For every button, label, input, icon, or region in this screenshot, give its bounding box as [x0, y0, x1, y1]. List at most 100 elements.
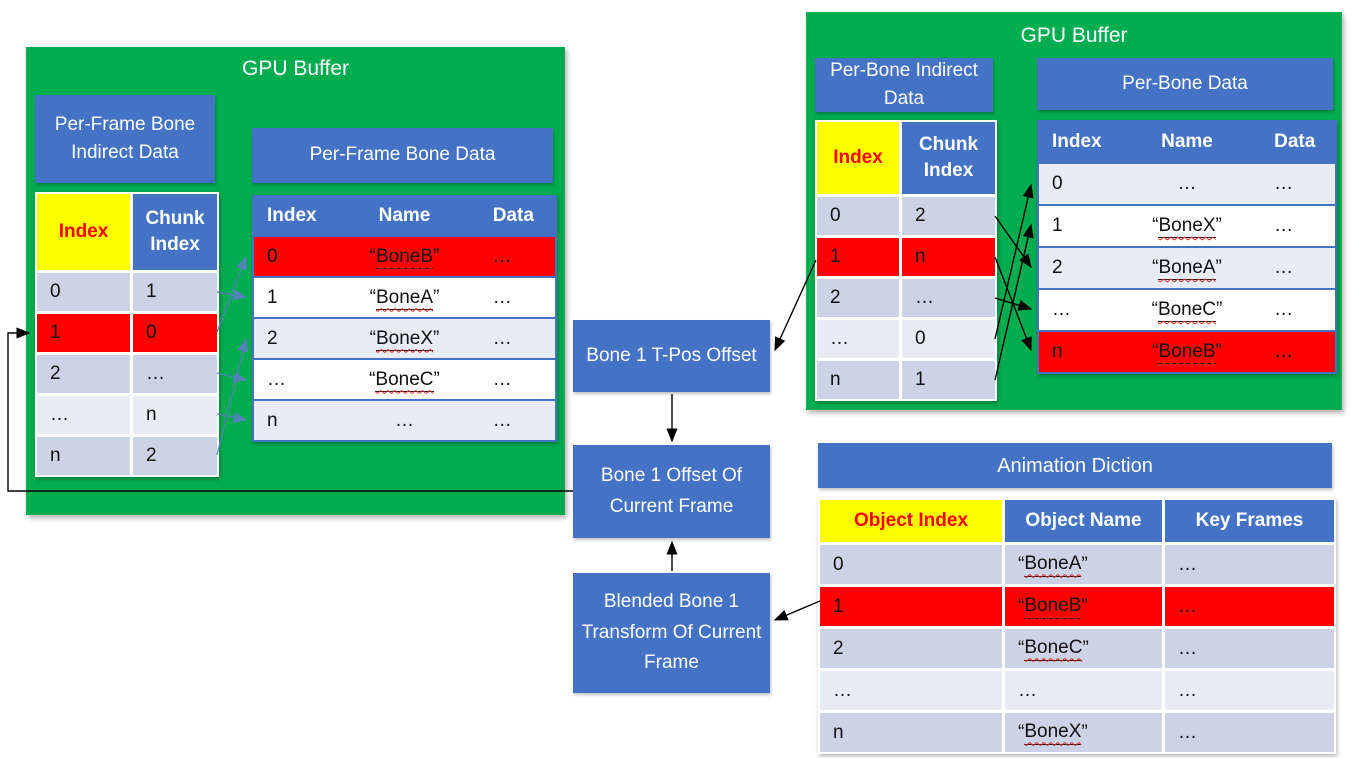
animation-diction-title: Animation Diction — [818, 443, 1332, 488]
bone-name-cell: “BoneX” — [1152, 215, 1222, 238]
table-header-row: Index Name Data — [254, 197, 555, 235]
gpu-buffer-right-title: GPU Buffer — [1020, 24, 1128, 47]
table-cell: … — [1165, 545, 1334, 584]
table-cell: … — [133, 355, 217, 393]
table-cell: 1 — [133, 273, 217, 311]
table-cell: … — [1052, 299, 1071, 320]
table-cell: 2 — [1052, 257, 1063, 278]
table-cell: … — [1274, 341, 1294, 362]
bone-name-cell: … — [1177, 173, 1197, 194]
per-bone-indirect-data-title: Per-Bone Indirect Data — [815, 58, 993, 112]
per-bone-data-table: Index Name Data 0 … … 1 “BoneX” … 2 “Bon… — [1037, 120, 1337, 374]
table-row: … “BoneC” … — [1039, 288, 1335, 330]
table-cell: 2 — [902, 197, 995, 235]
table-cell: 2 — [817, 279, 899, 317]
table-cell: n — [133, 396, 217, 434]
column-header-object-name: Object Name — [1005, 500, 1162, 542]
animation-diction-table: Object Index Object Name Key Frames 0 “B… — [818, 498, 1336, 754]
bone-name-cell: “BoneB” — [1152, 341, 1222, 364]
flow-box-bone1-tpos-offset: Bone 1 T-Pos Offset — [573, 320, 770, 392]
flow-box-bone1-offset-current-frame: Bone 1 Offset Of Current Frame — [573, 445, 770, 538]
table-cell: 0 — [1052, 173, 1063, 194]
table-cell: n — [267, 409, 278, 431]
bone-name-cell: “BoneC” — [1005, 629, 1162, 668]
column-header-name: Name — [1161, 131, 1213, 152]
table-cell: … — [902, 279, 995, 317]
table-cell: … — [1274, 215, 1294, 236]
table-cell: … — [492, 409, 512, 431]
table-row: 0 … … — [1039, 162, 1335, 204]
table-cell: … — [492, 327, 512, 349]
table-cell: n — [1052, 341, 1063, 362]
gpu-buffer-left-title: GPU Buffer — [242, 57, 349, 80]
table-row: 2 “BoneX” … — [254, 317, 555, 358]
table-cell-highlighted: 0 — [133, 314, 217, 352]
bone-name-cell: “BoneA” — [1005, 545, 1162, 584]
table-cell: … — [1165, 629, 1334, 668]
column-header-index: Index — [1052, 131, 1102, 152]
table-cell: 0 — [820, 545, 1002, 584]
table-cell: 2 — [820, 629, 1002, 668]
bone-name-cell: “BoneC” — [1151, 299, 1223, 322]
column-header-data: Data — [492, 205, 534, 226]
per-bone-data-title: Per-Bone Data — [1037, 58, 1333, 110]
table-cell: 1 — [1052, 215, 1063, 236]
table-cell: 2 — [267, 327, 278, 349]
table-row: … “BoneC” … — [254, 358, 555, 399]
bone-name-cell: “BoneX” — [369, 327, 440, 351]
column-header-data: Data — [1274, 131, 1316, 152]
bone-name-cell-highlighted: “BoneB” — [1005, 587, 1162, 626]
table-cell: 0 — [37, 273, 130, 311]
table-cell: n — [37, 437, 130, 475]
table-row: n … … — [254, 399, 555, 440]
table-cell: 0 — [817, 197, 899, 235]
table-cell: 2 — [37, 355, 130, 393]
table-cell: … — [492, 286, 512, 308]
table-cell: 0 — [902, 320, 995, 358]
column-header-key-frames: Key Frames — [1165, 500, 1334, 542]
table-cell: … — [1165, 671, 1334, 710]
bone-name-cell: “BoneA” — [1152, 257, 1222, 280]
table-cell-highlighted: 1 — [817, 238, 899, 276]
column-header-index: Index — [37, 194, 130, 270]
table-cell: 1 — [267, 286, 278, 308]
table-cell: … — [37, 396, 130, 434]
bone-name-cell: “BoneC” — [369, 368, 440, 392]
table-cell: … — [1165, 713, 1334, 752]
table-cell: 0 — [267, 245, 278, 267]
table-cell: … — [817, 320, 899, 358]
bone-name-cell: “BoneA” — [369, 286, 440, 310]
bone-name-cell: “BoneX” — [1005, 713, 1162, 752]
table-cell: 1 — [902, 361, 995, 399]
table-cell: … — [492, 368, 512, 390]
column-header-index: Index — [817, 122, 899, 194]
table-cell-highlighted: … — [1165, 587, 1334, 626]
arrow-animation-red-row-to-blended — [773, 600, 821, 621]
table-cell-highlighted: 1 — [820, 587, 1002, 626]
table-cell: … — [1274, 173, 1294, 194]
column-header-chunk-index: Chunk Index — [902, 122, 995, 194]
table-cell: … — [492, 245, 512, 267]
per-frame-bone-indirect-data-title: Per-Frame Bone Indirect Data — [35, 95, 215, 183]
per-bone-indirect-table: Index Chunk Index 0 2 1 n 2 … … 0 n 1 — [815, 120, 997, 401]
column-header-name: Name — [378, 205, 431, 226]
table-cell: n — [817, 361, 899, 399]
flow-box-blended-bone1-transform: Blended Bone 1 Transform Of Current Fram… — [573, 573, 770, 693]
column-header-index: Index — [267, 205, 317, 226]
bone-name-cell: “BoneB” — [369, 245, 440, 269]
table-cell-highlighted: 1 — [37, 314, 130, 352]
table-row-highlighted: n “BoneB” … — [1039, 330, 1335, 372]
table-row: 2 “BoneA” … — [1039, 246, 1335, 288]
table-row: 1 “BoneX” … — [1039, 204, 1335, 246]
per-frame-bone-data-table: Index Name Data 0 “BoneB” … 1 “BoneA” … … — [252, 195, 557, 442]
table-row-highlighted: 0 “BoneB” … — [254, 235, 555, 276]
table-cell: … — [1274, 257, 1294, 278]
table-cell: … — [1005, 671, 1162, 710]
table-cell: 2 — [133, 437, 217, 475]
per-frame-bone-indirect-table: Index Chunk Index 0 1 1 0 2 … … n n 2 — [35, 192, 219, 477]
table-cell: … — [1274, 299, 1294, 320]
column-header-object-index: Object Index — [820, 500, 1002, 542]
table-row: 1 “BoneA” … — [254, 276, 555, 317]
column-header-chunk-index: Chunk Index — [133, 194, 217, 270]
